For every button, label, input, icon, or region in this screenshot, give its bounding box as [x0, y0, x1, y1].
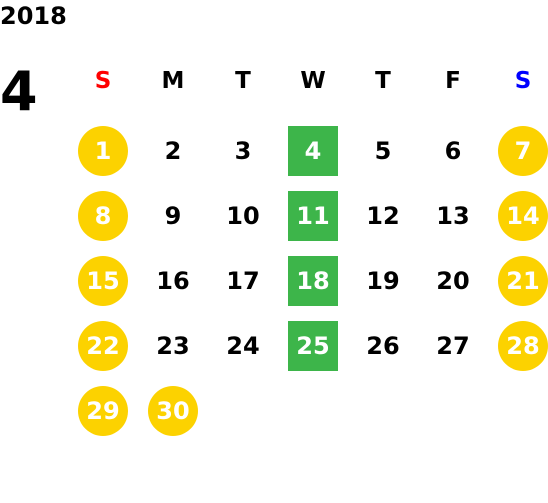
- day-number: 16: [156, 266, 190, 295]
- day-number: 5: [374, 136, 392, 165]
- day-number: 11: [288, 190, 338, 241]
- weekday-monday: M: [161, 68, 185, 94]
- day-number: 30: [148, 385, 198, 436]
- day-cell[interactable]: 28: [488, 313, 548, 378]
- day-cell[interactable]: 19: [348, 248, 418, 313]
- day-number: 10: [226, 201, 260, 230]
- day-cell[interactable]: 11: [278, 183, 348, 248]
- day-number: 7: [498, 125, 548, 176]
- day-cell[interactable]: 24: [208, 313, 278, 378]
- day-cell[interactable]: 15: [68, 248, 138, 313]
- day-cell[interactable]: 17: [208, 248, 278, 313]
- day-number: 19: [366, 266, 400, 295]
- day-cell[interactable]: 26: [348, 313, 418, 378]
- day-cell[interactable]: 29: [68, 378, 138, 443]
- day-cell[interactable]: 21: [488, 248, 548, 313]
- weekday-friday: F: [445, 68, 461, 94]
- day-number: 23: [156, 331, 190, 360]
- day-cell[interactable]: 10: [208, 183, 278, 248]
- day-number: 26: [366, 331, 400, 360]
- day-cell[interactable]: 18: [278, 248, 348, 313]
- day-number: 15: [78, 255, 128, 306]
- day-cell[interactable]: 14: [488, 183, 548, 248]
- day-cell[interactable]: 22: [68, 313, 138, 378]
- day-number: 29: [78, 385, 128, 436]
- day-number: 2: [164, 136, 182, 165]
- day-number: 24: [226, 331, 260, 360]
- day-cell[interactable]: 20: [418, 248, 488, 313]
- year-label: 2018: [0, 2, 67, 30]
- weekday-tuesday: T: [235, 68, 251, 94]
- weekday-wednesday: W: [300, 68, 326, 94]
- day-cell[interactable]: 8: [68, 183, 138, 248]
- day-cell[interactable]: 9: [138, 183, 208, 248]
- weekday-thursday: T: [375, 68, 391, 94]
- day-number: 17: [226, 266, 260, 295]
- day-number: 27: [436, 331, 470, 360]
- day-cell[interactable]: 6: [418, 118, 488, 183]
- day-number: 4: [288, 125, 338, 176]
- day-cell[interactable]: 3: [208, 118, 278, 183]
- weekday-saturday: S: [514, 68, 532, 94]
- day-number: 8: [78, 190, 128, 241]
- day-cell[interactable]: 7: [488, 118, 548, 183]
- day-cell[interactable]: 5: [348, 118, 418, 183]
- day-number: 1: [78, 125, 128, 176]
- day-number: 28: [498, 320, 548, 371]
- day-number: 20: [436, 266, 470, 295]
- day-cell[interactable]: 13: [418, 183, 488, 248]
- day-cell[interactable]: 27: [418, 313, 488, 378]
- day-cell[interactable]: 1: [68, 118, 138, 183]
- day-cell[interactable]: 2: [138, 118, 208, 183]
- day-cell[interactable]: 25: [278, 313, 348, 378]
- weekday-sunday: S: [94, 68, 112, 94]
- day-number: 12: [366, 201, 400, 230]
- day-number: 14: [498, 190, 548, 241]
- day-number: 18: [288, 255, 338, 306]
- day-cell[interactable]: 12: [348, 183, 418, 248]
- day-number: 25: [288, 320, 338, 371]
- day-cell[interactable]: 16: [138, 248, 208, 313]
- day-number: 6: [444, 136, 462, 165]
- day-cell[interactable]: 23: [138, 313, 208, 378]
- day-number: 9: [164, 201, 182, 230]
- month-label: 4: [0, 60, 38, 123]
- day-number: 22: [78, 320, 128, 371]
- day-cell[interactable]: 30: [138, 378, 208, 443]
- day-number: 13: [436, 201, 470, 230]
- day-cell[interactable]: 4: [278, 118, 348, 183]
- day-number: 3: [234, 136, 252, 165]
- day-number: 21: [498, 255, 548, 306]
